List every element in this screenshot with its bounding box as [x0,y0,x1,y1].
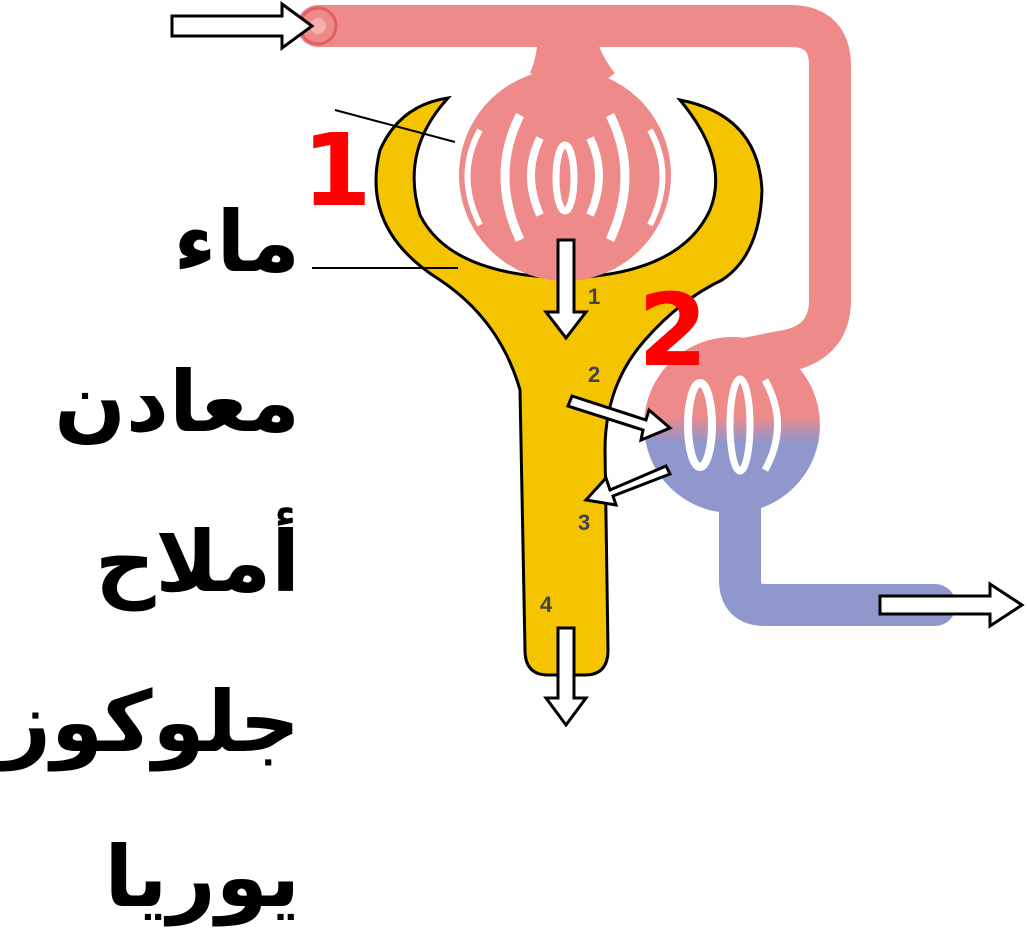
vein [740,505,935,605]
substance-salts: أملاح [95,520,300,604]
substance-urea: يوريا [104,835,300,919]
step-label-1: 1 [588,284,600,309]
step-label-4: 4 [540,592,553,617]
substance-water: ماء [174,200,301,284]
step-label-3: 3 [578,510,590,535]
region-label-2: 2 [638,272,708,389]
step-label-2: 2 [588,362,600,387]
region-label-1: 1 [302,112,372,229]
input-arrow [172,4,312,48]
substance-glucose: جلوكوز [3,680,300,764]
substance-minerals: معادن [54,360,300,444]
